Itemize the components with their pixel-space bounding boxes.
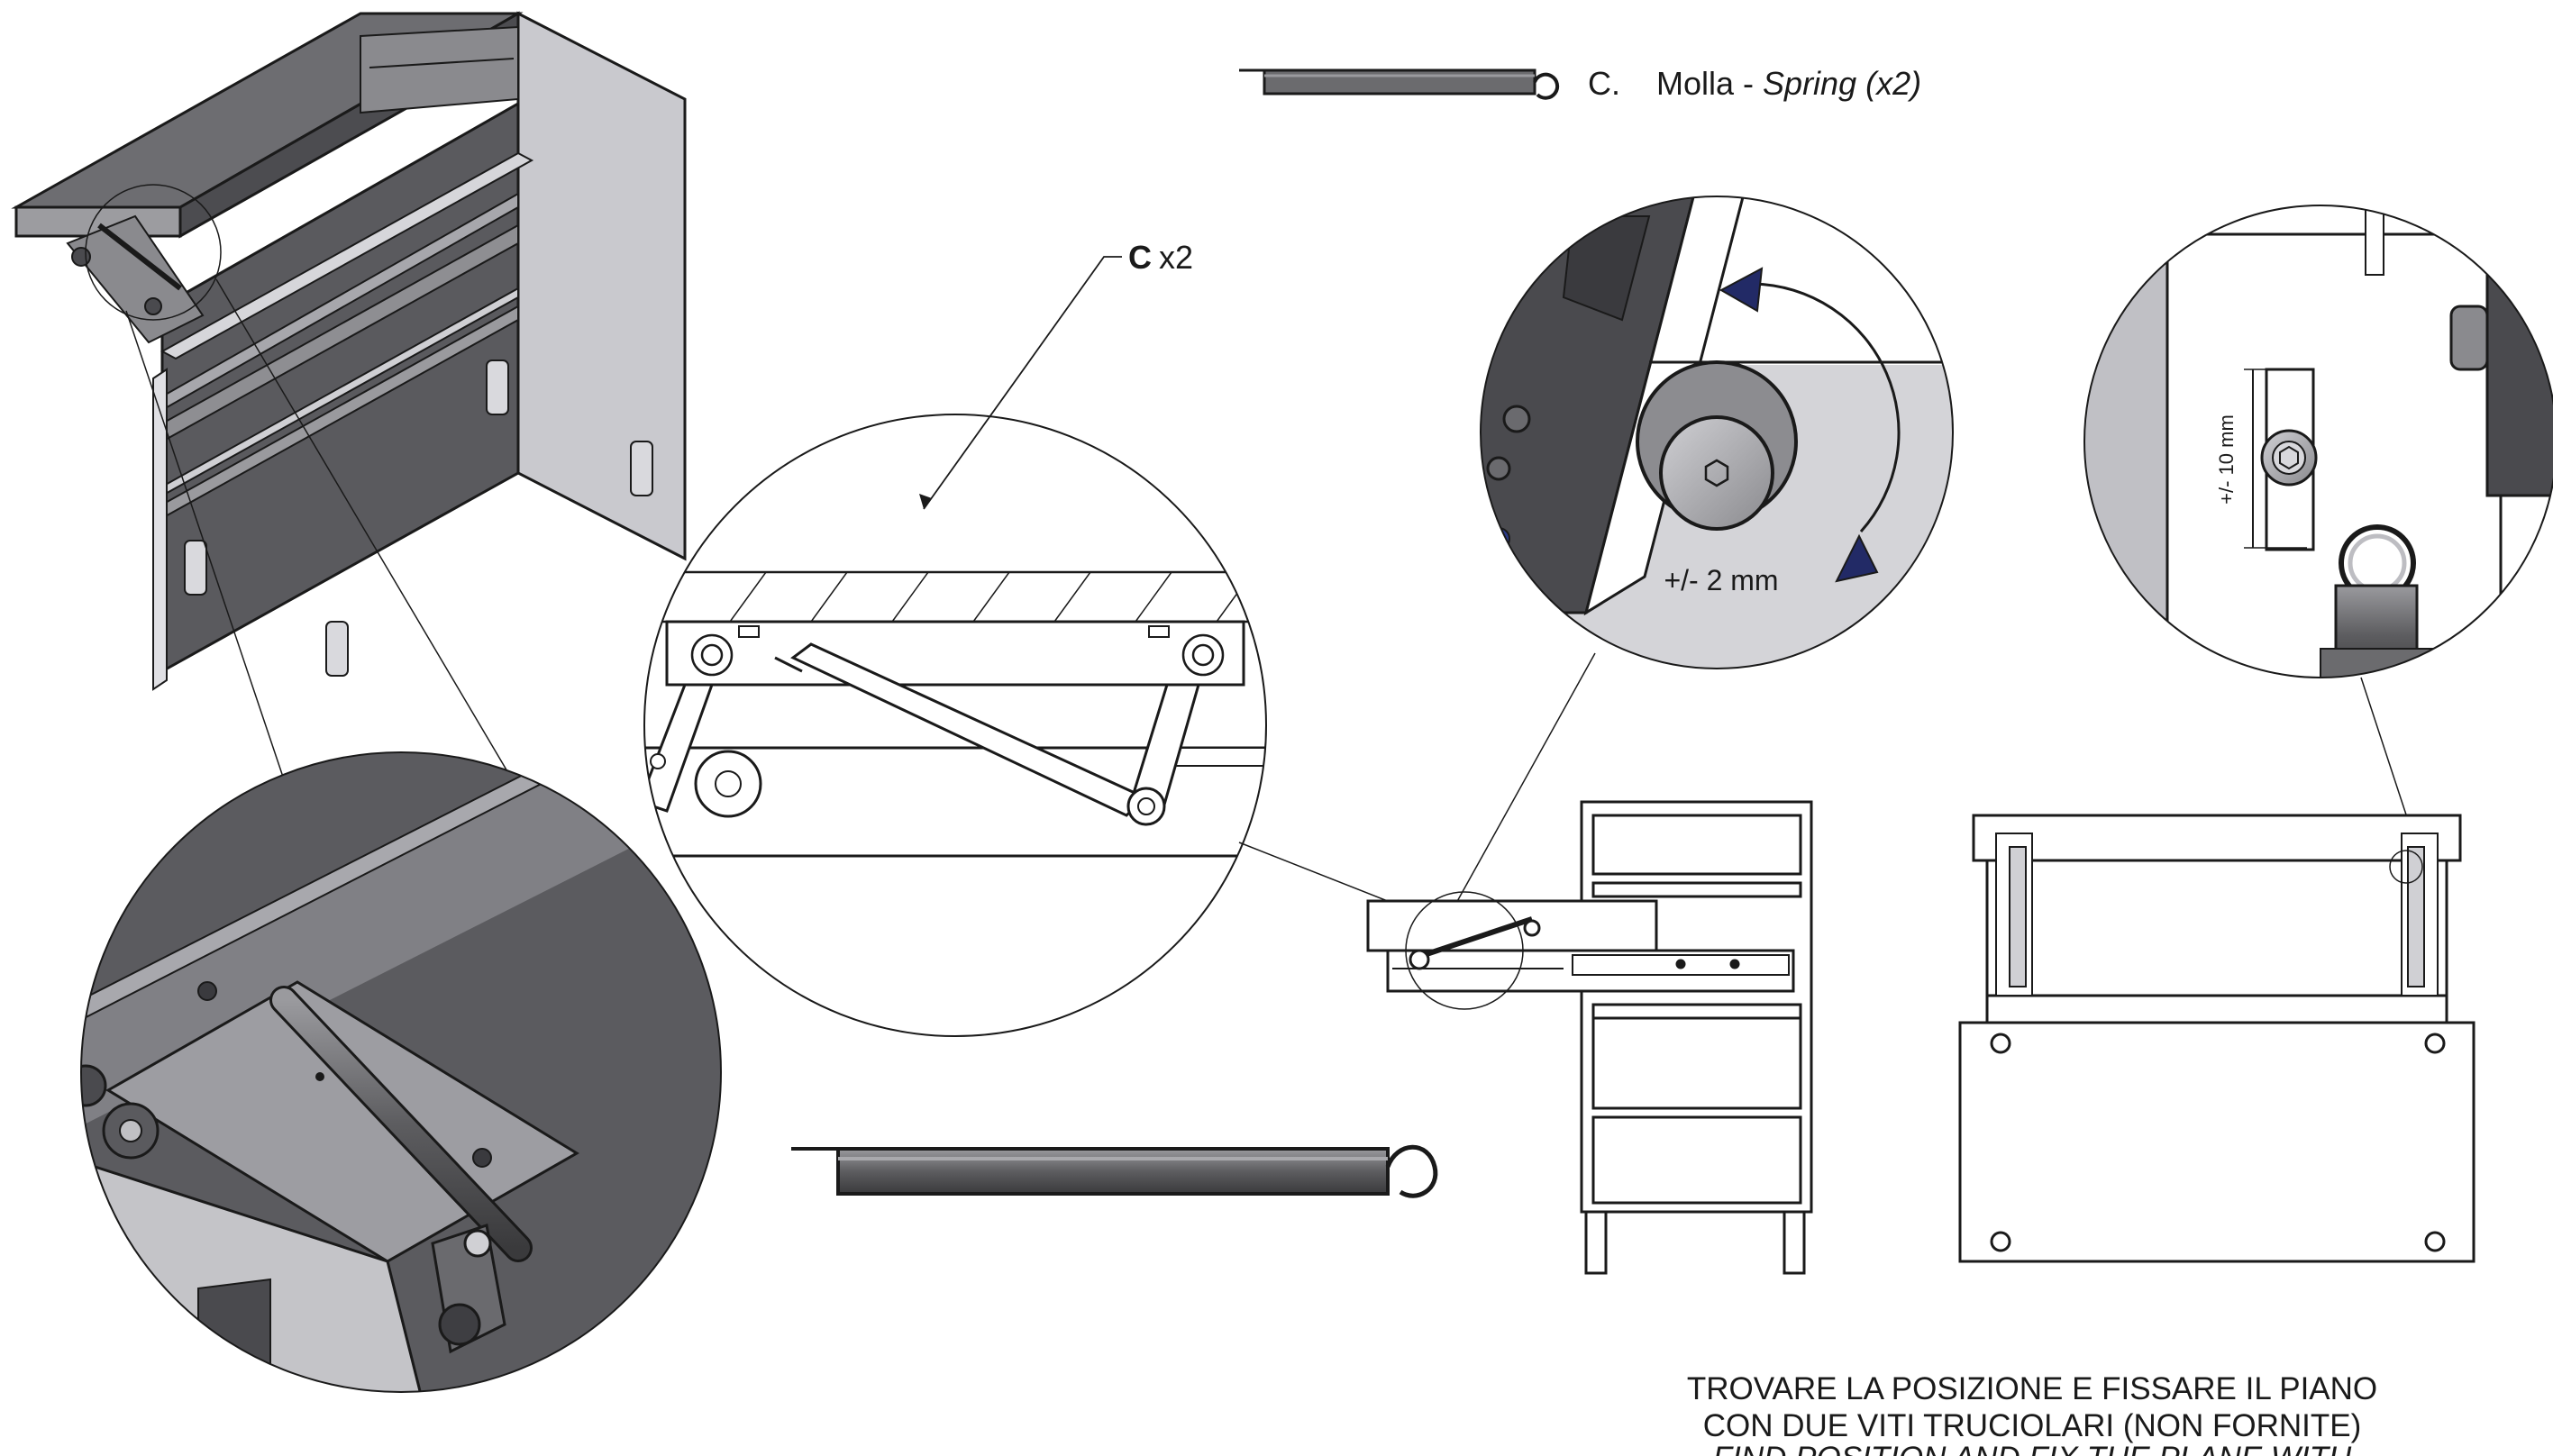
vertical-tolerance-label: +/- 10 mm: [2215, 414, 2238, 505]
cabinet-front-view: [1958, 814, 2475, 1263]
legend-label: Molla - Spring (x2): [1656, 65, 1921, 102]
rotation-adjust-detail: +/- 2 mm: [1480, 196, 1954, 669]
instruction-line-1: TROVARE LA POSIZIONE E FISSARE IL PIANO: [1687, 1371, 2377, 1406]
callout-qty: x2: [1159, 239, 1193, 276]
mechanism-2d-detail: [643, 256, 1267, 1037]
rotation-tolerance-label: +/- 2 mm: [1664, 564, 1778, 596]
spring-part: [791, 1144, 1438, 1198]
mechanism-3d-detail: [80, 751, 722, 1393]
legend-name-en: Spring (x2): [1763, 65, 1921, 102]
instruction-line-2: CON DUE VITI TRUCIOLARI (NON FORNITE): [1703, 1408, 2362, 1443]
legend-letter: C.: [1588, 65, 1620, 102]
detail-marker-circle: [85, 184, 222, 321]
legend-name: Molla -: [1656, 65, 1763, 102]
spring-legend-icon: [1239, 68, 1560, 100]
cabinet-isometric-view: [11, 11, 687, 691]
vertical-adjust-detail: +/- 10 mm: [2083, 205, 2553, 678]
instruction-block: TROVARE LA POSIZIONE E FISSARE IL PIANO …: [1687, 1371, 2377, 1456]
cabinet-side-view: [1366, 800, 1813, 1275]
callout-letter: C: [1128, 239, 1152, 276]
instruction-line-3: FIND POSITION AND FIX THE PLANE WITH: [1713, 1441, 2352, 1456]
